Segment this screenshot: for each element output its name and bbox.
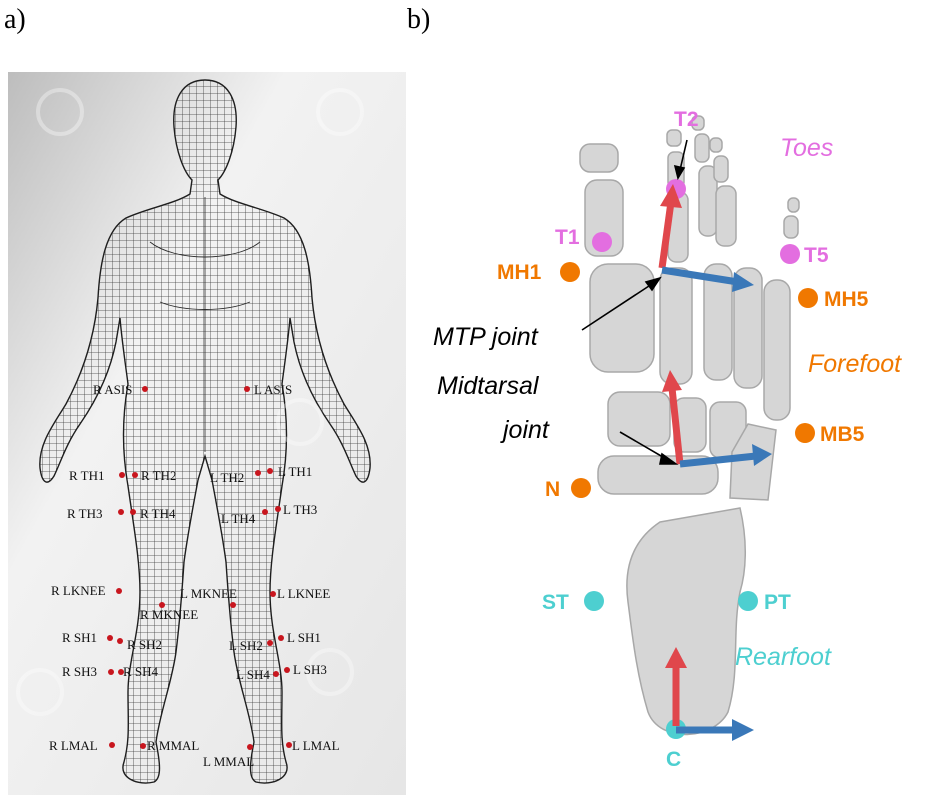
foot-marker-mh5 — [798, 288, 818, 308]
panel-a-label: a) — [4, 4, 26, 36]
bone-toe4-proximal — [716, 186, 736, 246]
joint-label-midtarsal-line2: joint — [500, 416, 550, 444]
foot-marker-t1 — [592, 232, 612, 252]
marker-label-l-th1: L TH1 — [278, 464, 312, 479]
foot-label-t5: T5 — [804, 244, 829, 267]
marker-label-r-th3: R TH3 — [67, 506, 103, 521]
marker-dot-l-sh3 — [284, 667, 290, 673]
marker-label-r-sh2: R SH2 — [127, 637, 162, 652]
marker-label-l-sh2: L SH2 — [229, 638, 263, 653]
bone-toe3-middle — [695, 134, 709, 162]
marker-dot-l-mknee — [230, 602, 236, 608]
marker-dot-r-asis — [142, 386, 148, 392]
panel-b-label: b) — [407, 4, 430, 36]
marker-dot-l-th1 — [267, 468, 273, 474]
foot-bones — [580, 116, 799, 735]
joint-label-mtp: MTP joint — [433, 323, 539, 351]
marker-label-l-sh3: L SH3 — [293, 662, 327, 677]
foot-label-t2: T2 — [674, 108, 699, 131]
foot-label-mh1: MH1 — [497, 261, 542, 284]
marker-dot-l-sh1 — [278, 635, 284, 641]
bone-talus-calcaneus — [627, 508, 745, 735]
marker-dot-r-th3 — [118, 509, 124, 515]
marker-dot-l-sh2 — [267, 640, 273, 646]
marker-label-r-sh3: R SH3 — [62, 664, 97, 679]
marker-label-l-th4: L TH4 — [221, 511, 256, 526]
body-model-panel: R ASIS L ASIS R TH1 R TH2 L TH2 L TH1 R … — [0, 72, 410, 795]
marker-dot-l-th2 — [255, 470, 261, 476]
marker-label-r-lknee: R LKNEE — [51, 583, 106, 598]
marker-dot-r-mmal — [140, 743, 146, 749]
marker-label-l-sh4: L SH4 — [236, 667, 270, 682]
marker-label-r-th4: R TH4 — [140, 506, 176, 521]
marker-label-l-th3: L TH3 — [283, 502, 317, 517]
marker-label-l-th2: L TH2 — [210, 470, 244, 485]
segment-label-forefoot: Forefoot — [808, 350, 902, 378]
bone-toe5-middle — [784, 216, 798, 238]
foot-model-panel: T2 T1 T5 MH1 MH5 MB5 N ST PT C Toes Fore… — [410, 72, 944, 795]
marker-dot-r-sh3 — [108, 669, 114, 675]
foot-label-pt: PT — [764, 591, 791, 614]
marker-label-r-lmal: R LMAL — [49, 738, 98, 753]
bone-toe1-distal — [580, 144, 618, 172]
marker-dot-l-sh4 — [273, 671, 279, 677]
marker-label-l-sh1: L SH1 — [287, 630, 321, 645]
foot-label-t1: T1 — [555, 226, 580, 249]
marker-label-r-mknee: R MKNEE — [140, 607, 198, 622]
marker-dot-l-mmal — [247, 744, 253, 750]
foot-marker-mh1 — [560, 262, 580, 282]
bone-cuneiform-1 — [608, 392, 670, 446]
marker-label-r-th1: R TH1 — [69, 468, 105, 483]
marker-label-l-lknee: L LKNEE — [277, 586, 330, 601]
segment-label-rearfoot: Rearfoot — [735, 643, 832, 671]
bone-toe4-middle — [714, 156, 728, 182]
marker-dot-r-th4 — [130, 509, 136, 515]
foot-model-figure: T2 T1 T5 MH1 MH5 MB5 N ST PT C Toes Fore… — [410, 72, 944, 795]
bone-metatarsal-2 — [660, 268, 692, 384]
foot-label-c: C — [666, 748, 681, 771]
marker-dot-r-lknee — [116, 588, 122, 594]
bone-toe2-distal — [667, 130, 681, 146]
foot-marker-mb5 — [795, 423, 815, 443]
bone-metatarsal-5 — [764, 280, 790, 420]
arrowhead-rearfoot-blue — [732, 719, 754, 741]
marker-dot-r-th1 — [119, 472, 125, 478]
marker-dot-r-th2 — [132, 472, 138, 478]
marker-label-r-mmal: R MMAL — [147, 738, 199, 753]
foot-marker-st — [584, 591, 604, 611]
marker-dot-l-asis — [244, 386, 250, 392]
segment-label-toes: Toes — [780, 134, 833, 162]
marker-label-l-lmal: L LMAL — [292, 738, 340, 753]
bone-toe4-distal — [710, 138, 722, 152]
marker-label-r-sh4: R SH4 — [123, 664, 159, 679]
foot-label-n: N — [545, 478, 560, 501]
marker-dot-r-sh1 — [107, 635, 113, 641]
body-model-figure: R ASIS L ASIS R TH1 R TH2 L TH2 L TH1 R … — [0, 72, 410, 795]
marker-dot-l-th4 — [262, 509, 268, 515]
marker-label-l-mmal: L MMAL — [203, 754, 254, 769]
marker-label-r-asis: R ASIS — [93, 382, 132, 397]
marker-label-r-th2: R TH2 — [141, 468, 177, 483]
foot-label-mb5: MB5 — [820, 423, 865, 446]
bone-toe5-distal — [788, 198, 799, 212]
marker-dot-r-lmal — [109, 742, 115, 748]
joint-label-midtarsal-line1: Midtarsal — [437, 372, 540, 400]
marker-label-r-sh1: R SH1 — [62, 630, 97, 645]
marker-dot-l-lknee — [270, 591, 276, 597]
foot-label-mh5: MH5 — [824, 288, 869, 311]
marker-label-l-mknee: L MKNEE — [180, 586, 237, 601]
marker-dot-r-sh2 — [117, 638, 123, 644]
foot-marker-t5 — [780, 244, 800, 264]
foot-marker-pt — [738, 591, 758, 611]
marker-dot-l-th3 — [275, 506, 281, 512]
foot-marker-n — [571, 478, 591, 498]
foot-label-st: ST — [542, 591, 569, 614]
marker-label-l-asis: L ASIS — [254, 382, 292, 397]
